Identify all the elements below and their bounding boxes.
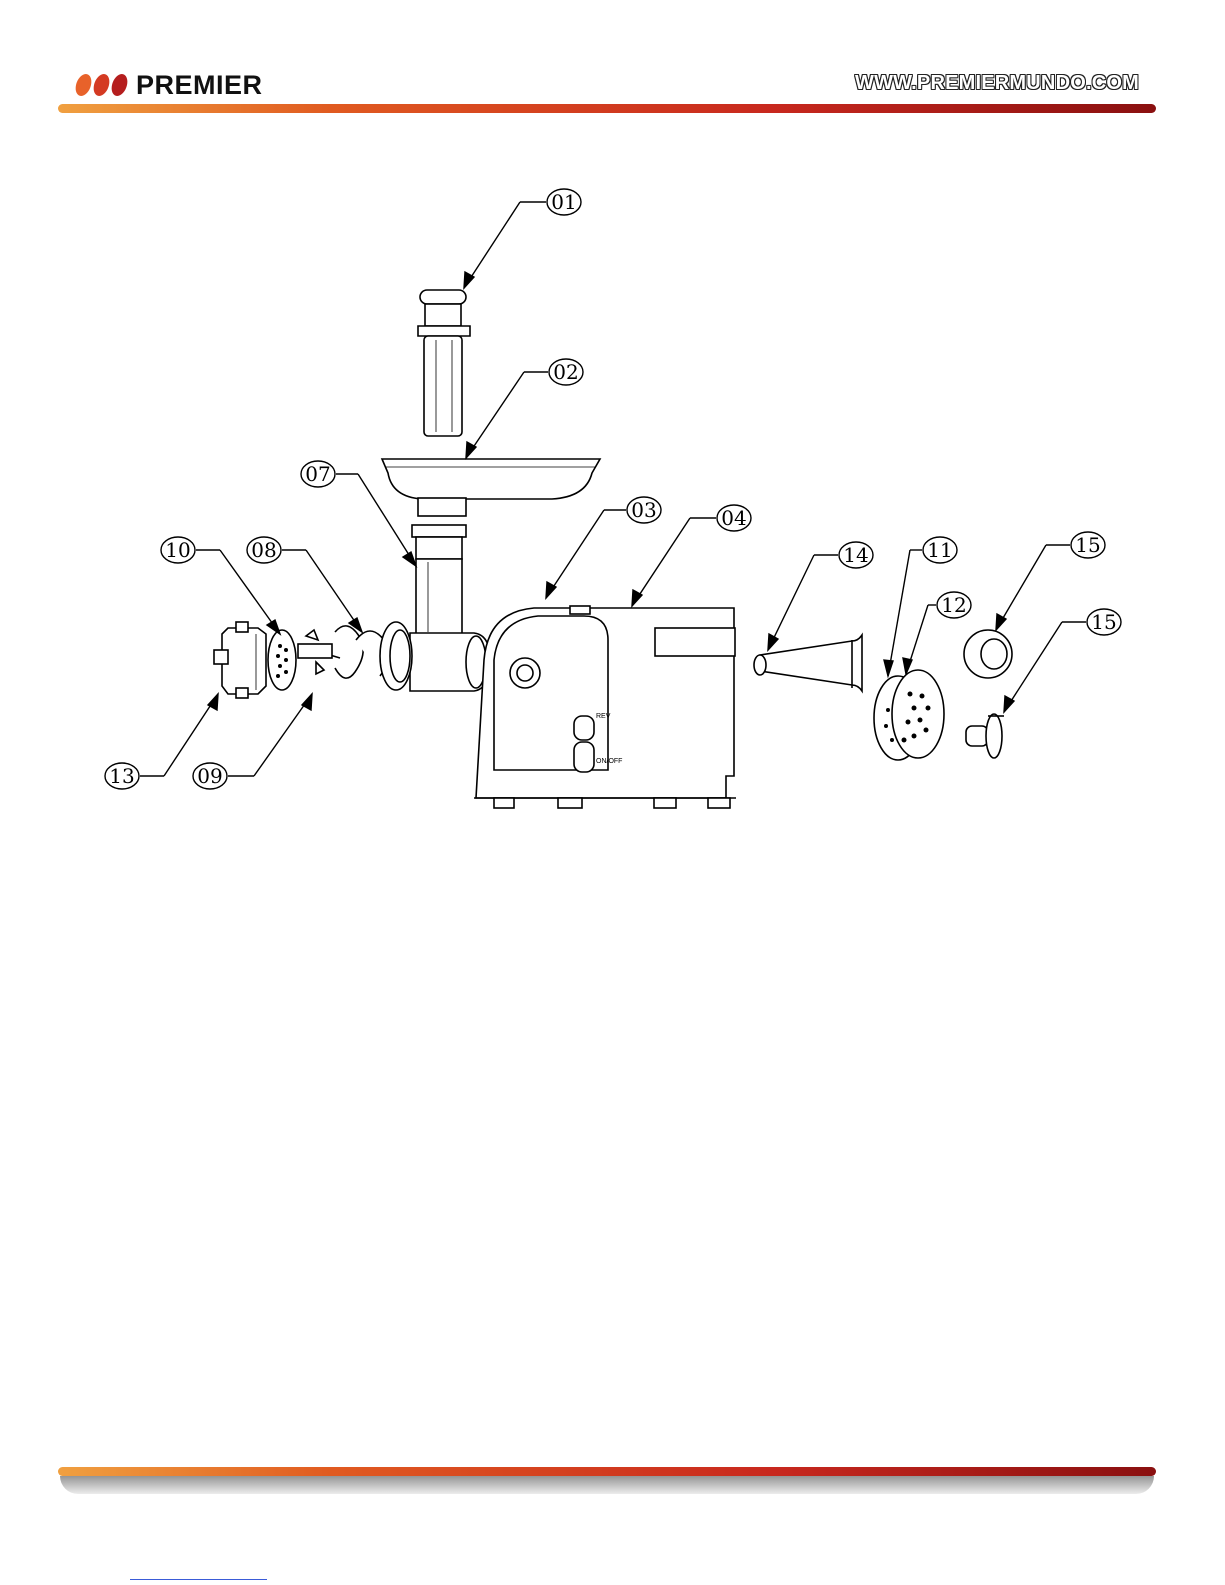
callout-03: 03 [546,497,661,598]
callout-09: 09 [193,694,312,789]
callout-01: 01 [464,189,581,288]
parts-diagram-svg: REV ON/OFF 01 02 03 [0,160,1225,840]
worm-screw [320,622,412,690]
premier-logo: PREMIER [76,70,263,100]
kebbe-cone [966,714,1004,758]
footer-bar-shadow [60,1476,1154,1494]
callout-02: 02 [466,359,583,458]
cutting-plate [268,630,296,690]
exploded-parts-diagram: REV ON/OFF 01 02 03 [0,160,1225,840]
grinder-head [410,525,490,691]
svg-text:04: 04 [721,506,746,530]
svg-text:07: 07 [305,462,330,486]
svg-text:01: 01 [551,190,576,214]
svg-text:13: 13 [109,764,134,788]
brand-name: PREMIER [136,70,263,101]
callout-14: 14 [768,542,873,650]
cross-cutter [298,630,332,674]
logo-dot [110,74,130,96]
svg-text:03: 03 [631,498,656,522]
food-tray [382,459,600,516]
food-pusher [418,290,470,436]
website-url[interactable]: WWW.PREMIERMUNDO.COM [855,72,1139,95]
svg-text:15: 15 [1091,610,1116,634]
svg-text:10: 10 [165,538,190,562]
callout-12: 12 [903,592,971,674]
logo-dot [74,74,94,96]
header-divider-bar [58,104,1156,113]
ring-nut [214,622,266,698]
callout-08: 08 [247,537,362,632]
switch-label-onoff: ON/OFF [596,758,622,765]
footer-link-underline [130,1579,267,1580]
svg-text:12: 12 [941,593,966,617]
svg-text:08: 08 [251,538,276,562]
switch-label-rev: REV [596,713,611,720]
callout-15-cone: 15 [1004,609,1121,712]
footer-divider-bar [58,1467,1156,1476]
logo-dot [92,74,112,96]
kebbe-spacer [964,630,1012,678]
page-header: PREMIER WWW.PREMIERMUNDO.COM [0,0,1225,130]
svg-text:14: 14 [843,543,868,567]
svg-text:02: 02 [553,360,578,384]
svg-text:09: 09 [197,764,222,788]
svg-text:15: 15 [1075,533,1100,557]
grinding-plates [874,670,944,760]
svg-text:11: 11 [927,538,952,562]
motor-housing [474,606,736,808]
